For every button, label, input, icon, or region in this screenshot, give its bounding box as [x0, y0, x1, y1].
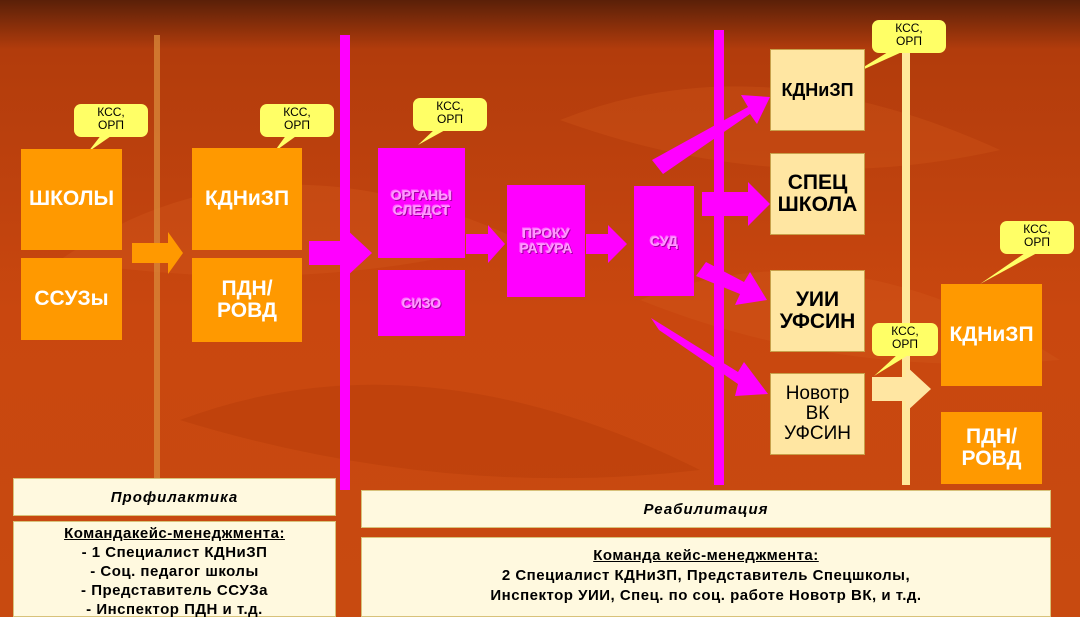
box-pdn-left: ПДН/ РОВД — [192, 258, 302, 342]
box-specshkola: СПЕЦ ШКОЛА — [770, 153, 865, 235]
arrow-left-to-kdn — [132, 232, 183, 274]
callout-pointer — [980, 253, 1037, 284]
box-shkoly: ШКОЛЫ — [21, 149, 122, 250]
left-team-line: - Соц. педагог школы — [90, 563, 259, 580]
callout-line: ОРП — [892, 337, 918, 352]
box-kdnizp-top-label: КДНиЗП — [781, 79, 854, 100]
callout-line: КСС, — [1023, 222, 1051, 236]
callout-line: ОРП — [1024, 235, 1050, 250]
arrow-to-novotr — [651, 318, 768, 396]
callout-kss-orp: КСС, ОРП — [260, 104, 334, 137]
callout-kss-orp: КСС, ОРП — [413, 98, 487, 131]
box-sizo-label: СИЗО — [401, 294, 442, 311]
box-organy-line: СЛЕДСТ — [392, 202, 451, 218]
box-novotr-line: УФСИН — [784, 422, 851, 444]
panel-reabilitaciya: Реабилитация — [361, 490, 1051, 528]
box-sud-label: СУД — [650, 232, 678, 249]
box-uii-line: УИИ — [795, 287, 840, 311]
callout-pointer — [88, 134, 114, 152]
callout-line: ОРП — [98, 118, 124, 133]
arrow-to-organy — [309, 228, 372, 278]
callout-line: КСС, — [891, 324, 919, 338]
left-team-line: - 1 Специалист КДНиЗП — [81, 544, 268, 561]
panel-left-team: Командакейс-менеджмента: - 1 Специалист … — [13, 521, 336, 617]
divider-line-cream — [902, 40, 910, 485]
box-pdn-left-line: ПДН/ — [221, 276, 273, 300]
box-novotr-line: ВК — [805, 403, 830, 425]
callout-line: КСС, — [436, 99, 464, 113]
callout-pointer — [274, 134, 299, 152]
box-shkoly-label: ШКОЛЫ — [28, 187, 115, 211]
box-kdnizp-far: КДНиЗП — [941, 284, 1042, 386]
box-novotr-vk: Новотр ВК УФСИН — [770, 373, 865, 455]
background-leaf — [180, 384, 700, 479]
box-sud: СУД — [634, 186, 694, 296]
box-novotr-line: Новотр — [785, 383, 850, 405]
callout-kss-orp: КСС, ОРП — [872, 20, 946, 53]
box-specshkola-line: ШКОЛА — [777, 193, 858, 216]
box-uii-line: УФСИН — [779, 310, 856, 333]
callout-line: ОРП — [896, 34, 922, 49]
box-pdn-left-line: РОВД — [217, 299, 277, 322]
box-pdn-far-line: ПДН/ — [965, 424, 1018, 448]
box-pdn-far-line: РОВД — [961, 447, 1022, 470]
arrow-to-kdnizp-far — [872, 366, 931, 412]
callout-kss-orp: КСС, ОРП — [872, 323, 938, 356]
callout-line: ОРП — [437, 112, 463, 127]
box-organy-sledstviya: ОРГАНЫ СЛЕДСТ — [378, 148, 465, 258]
callout-kss-orp: КСС, ОРП — [74, 104, 148, 137]
left-team-title: Командакейс-менеджмента: — [64, 525, 285, 542]
panel-profilaktika-label: Профилактика — [110, 488, 239, 506]
panel-right-team: Команда кейс-менеджмента: 2 Специалист К… — [361, 537, 1051, 617]
panel-reabilitaciya-label: Реабилитация — [643, 500, 769, 518]
callout-kss-orp: КСС, ОРП — [1000, 221, 1074, 254]
left-team-line: - Инспектор ПДН и т.д. — [86, 601, 263, 617]
arrow-to-uii — [696, 262, 767, 305]
box-prokuratura-line: РАТУРА — [519, 240, 573, 256]
box-kdnizp-left: КДНиЗП — [192, 148, 302, 250]
callout-line: КСС, — [283, 105, 311, 119]
panel-profilaktika: Профилактика — [13, 478, 336, 516]
callout-pointer — [418, 129, 447, 145]
callout-line: КСС, — [97, 105, 125, 119]
box-prokuratura: ПРОКУ РАТУРА — [507, 185, 585, 297]
box-kdnizp-top: КДНиЗП — [770, 49, 865, 131]
box-kdnizp-left-label: КДНиЗП — [204, 186, 290, 210]
box-prokuratura-line: ПРОКУ — [522, 225, 570, 242]
left-team-line: - Представитель ССУЗа — [81, 582, 268, 599]
box-ssuzy: ССУЗы — [21, 258, 122, 340]
arrow-to-prokuratura — [466, 225, 505, 263]
box-ssuzy-label: ССУЗы — [34, 286, 109, 310]
box-kdnizp-far-label: КДНиЗП — [949, 322, 1034, 346]
right-team-line: Инспектор УИИ, Спец. по соц. работе Ново… — [490, 587, 922, 604]
right-team-line: 2 Специалист КДНиЗП, Представитель Спецш… — [501, 567, 911, 584]
arrow-to-specshkola — [702, 182, 770, 226]
box-organy-line: ОРГАНЫ — [390, 187, 453, 204]
box-specshkola-line: СПЕЦ — [787, 170, 848, 194]
right-team-title: Команда кейс-менеджмента: — [593, 547, 819, 564]
callout-pointer — [874, 354, 910, 376]
box-uii-ufsin: УИИ УФСИН — [770, 270, 865, 352]
box-pdn-far: ПДН/ РОВД — [941, 412, 1042, 484]
callout-line: ОРП — [284, 118, 310, 133]
arrow-to-kdnizp-top — [652, 95, 770, 174]
callout-line: КСС, — [895, 21, 923, 35]
arrow-to-sud — [586, 225, 627, 263]
divider-line-magenta-2 — [714, 30, 724, 485]
box-sizo: СИЗО — [378, 270, 465, 336]
